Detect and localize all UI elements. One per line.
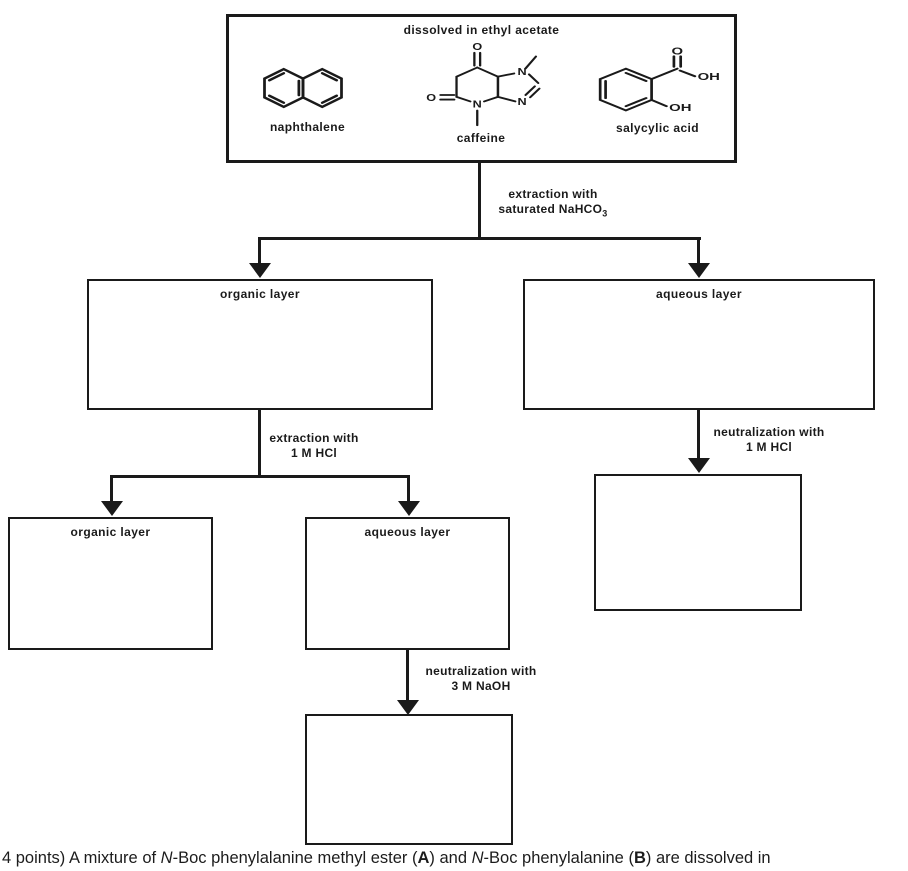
arrowhead-down-icon bbox=[397, 700, 419, 715]
svg-text:O: O bbox=[472, 42, 482, 53]
connector-aqueous1-vertical bbox=[697, 410, 700, 459]
organic-layer-1-label: organic layer bbox=[220, 287, 300, 301]
svg-text:OH: OH bbox=[669, 101, 691, 113]
result-after-hcl-box bbox=[594, 474, 802, 611]
caption-fragment: B bbox=[633, 849, 646, 867]
svg-text:O: O bbox=[672, 45, 684, 57]
arrowhead-down-icon bbox=[688, 263, 710, 278]
caption-fragment: A bbox=[417, 849, 430, 867]
caffeine-label: caffeine bbox=[456, 131, 506, 145]
organic-layer-1-box: organic layer bbox=[87, 279, 433, 410]
arrowhead-down-icon bbox=[398, 501, 420, 516]
result-after-naoh-box bbox=[305, 714, 513, 845]
connector-aqueous2-vertical bbox=[406, 650, 409, 701]
step-extraction-nahco3-label: extraction with saturated NaHCO3 bbox=[498, 187, 608, 219]
naphthalene-structure-icon bbox=[263, 67, 343, 109]
caption-fragment: -Boc phenylalanine ( bbox=[483, 849, 634, 867]
svg-text:OH: OH bbox=[698, 70, 720, 82]
caption-fragment: ) and bbox=[429, 849, 472, 867]
organic-layer-2-box: organic layer bbox=[8, 517, 213, 650]
svg-text:N: N bbox=[473, 99, 482, 110]
result-after-naoh-label bbox=[307, 716, 511, 722]
mixture-box-title: dissolved in ethyl acetate bbox=[403, 23, 560, 37]
question-caption: 4 points) A mixture of N-Boc phenylalani… bbox=[2, 849, 771, 868]
aqueous-layer-2-label: aqueous layer bbox=[364, 525, 451, 539]
caffeine-structure-icon: O O N N N bbox=[426, 42, 541, 127]
step-neutralization-naoh-label: neutralization with 3 M NaOH bbox=[425, 664, 537, 693]
svg-text:O: O bbox=[426, 93, 436, 104]
organic-layer-2-label: organic layer bbox=[70, 525, 151, 539]
connector-split2-horizontal bbox=[110, 475, 410, 478]
caption-fragment: ) are dissolved in bbox=[645, 849, 771, 867]
svg-text:N: N bbox=[518, 97, 527, 108]
caption-fragment: N bbox=[160, 849, 173, 867]
caption-fragment: -Boc phenylalanine methyl ester ( bbox=[172, 849, 418, 867]
salicylic-acid-label: salycylic acid bbox=[616, 121, 699, 135]
connector-top-vertical bbox=[478, 163, 481, 240]
result-after-hcl-label bbox=[596, 476, 800, 482]
svg-text:N: N bbox=[518, 67, 527, 78]
arrowhead-down-icon bbox=[249, 263, 271, 278]
connector-split1-right-drop bbox=[697, 237, 700, 264]
caption-fragment: N bbox=[471, 849, 484, 867]
arrowhead-down-icon bbox=[688, 458, 710, 473]
connector-split1-left-drop bbox=[258, 237, 261, 264]
caption-fragment: 4 points) A mixture of bbox=[2, 849, 161, 867]
salicylic-acid-structure-icon: O OH OH bbox=[598, 45, 720, 113]
connector-split2-left-drop bbox=[110, 475, 113, 502]
aqueous-layer-2-box: aqueous layer bbox=[305, 517, 510, 650]
naphthalene-label: naphthalene bbox=[269, 120, 346, 134]
aqueous-layer-1-label: aqueous layer bbox=[656, 287, 742, 301]
aqueous-layer-1-box: aqueous layer bbox=[523, 279, 875, 410]
step-extraction-hcl-label: extraction with 1 M HCl bbox=[269, 431, 359, 460]
connector-split1-horizontal bbox=[258, 237, 701, 240]
connector-split2-right-drop bbox=[407, 475, 410, 502]
arrowhead-down-icon bbox=[101, 501, 123, 516]
connector-organic1-vertical bbox=[258, 410, 261, 478]
step-neutralization-hcl-label: neutralization with 1 M HCl bbox=[713, 425, 825, 454]
